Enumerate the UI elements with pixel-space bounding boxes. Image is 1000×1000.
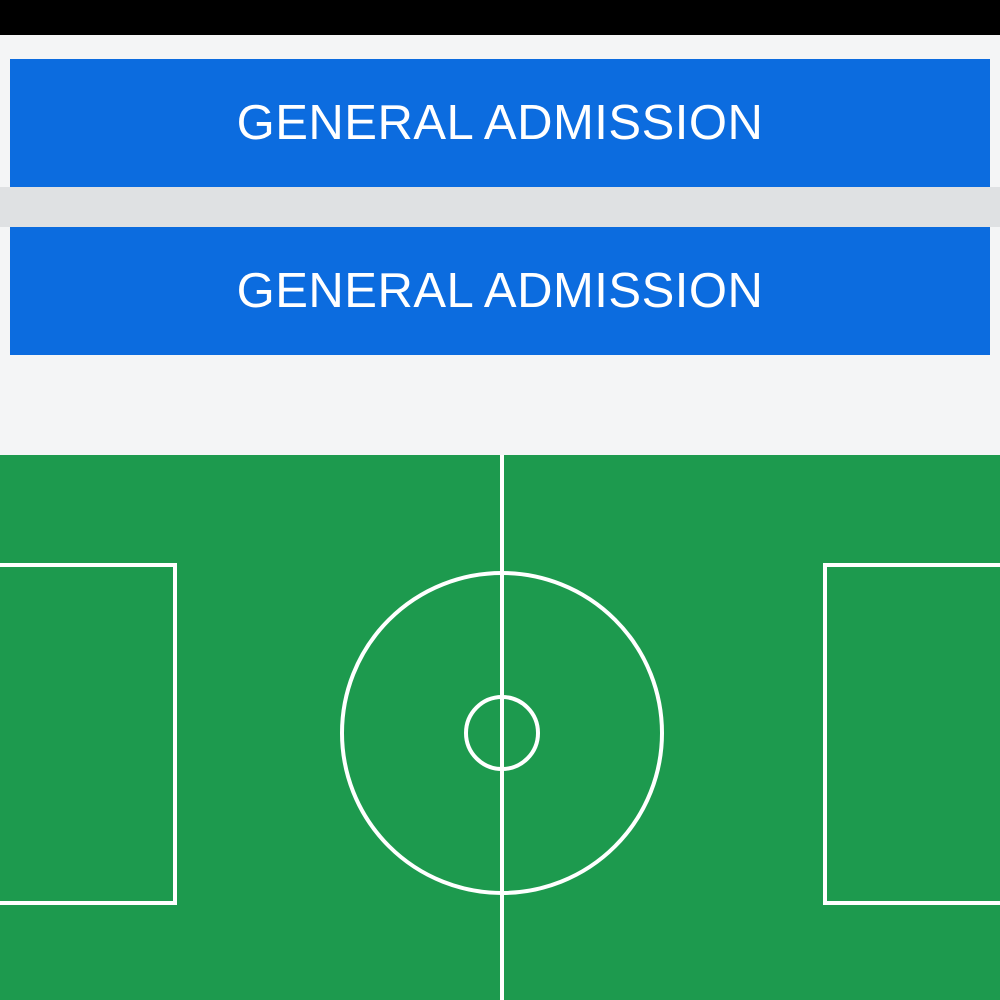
section-ga-upper-label: GENERAL ADMISSION [236,96,764,150]
section-ga-upper[interactable]: GENERAL ADMISSION [10,59,990,187]
soccer-pitch[interactable] [0,455,1000,1000]
pitch-markings-icon [0,455,1000,1000]
section-ga-lower-label: GENERAL ADMISSION [236,264,764,318]
section-divider [0,187,1000,227]
map-canvas: GENERAL ADMISSION GENERAL ADMISSION [0,35,1000,1000]
section-ga-lower[interactable]: GENERAL ADMISSION [10,227,990,355]
